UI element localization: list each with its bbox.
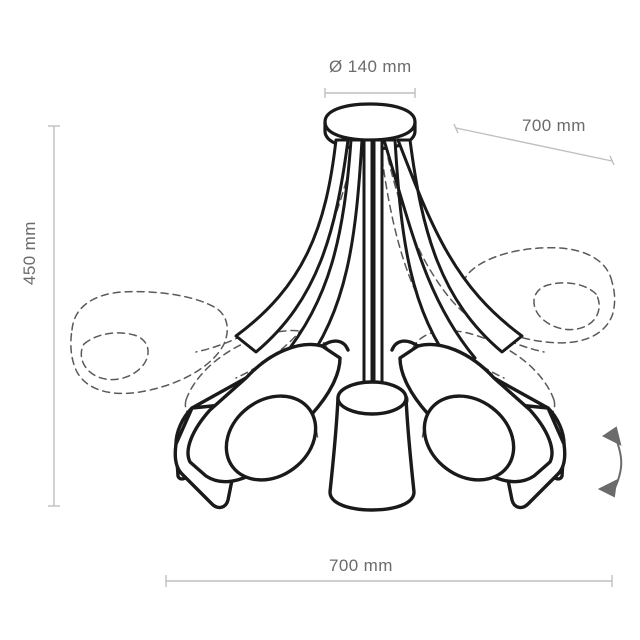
dashed-shade-far-right-opening [533,282,600,331]
arm-inner-right [382,138,477,374]
height-dimension-label: 450 mm [20,221,39,285]
arm-center-a [362,138,374,394]
lamp-arms [234,138,524,394]
arm-outer-right [396,138,524,354]
dimension-lines [48,88,615,587]
rotation-arrow-head-top [602,426,622,446]
height-dimension-line [48,125,60,507]
dashed-shade-far-left-opening [80,332,149,381]
shade-right-main-neck [390,339,420,352]
shade-left-main-opening [224,394,318,482]
arm-outer-left [234,138,350,354]
diagonal-dimension-label: 700 mm [522,116,586,135]
dashed-shade-far-left [70,290,229,395]
rotation-arrow-head-bottom [597,479,618,498]
shade-left-main-neck [320,339,350,352]
shade-center [328,380,416,512]
shade-center-opening [336,380,408,416]
arm-center-b [372,138,384,394]
shade-center-body [328,396,416,512]
diagonal-dimension-line [453,123,615,166]
shade-group-left [173,339,350,510]
shade-rotation-arrow [597,426,623,498]
width-dimension-line [165,575,613,587]
diameter-dimension-label: Ø 140 mm [329,57,412,76]
shade-right-main-opening [422,394,516,482]
width-dimension-label: 700 mm [329,556,393,575]
shade-group-right [390,339,567,510]
diameter-dimension-line [324,88,416,98]
